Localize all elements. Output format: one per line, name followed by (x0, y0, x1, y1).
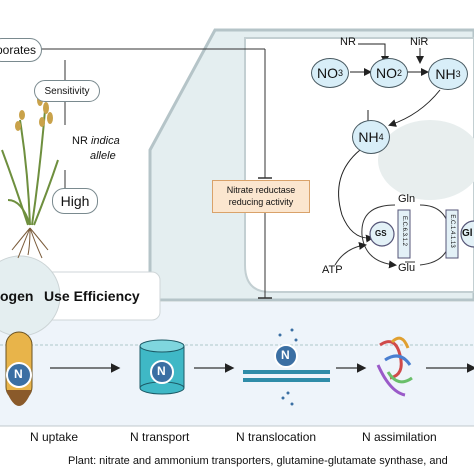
inner-membrane (244, 37, 474, 293)
process-label-assimilation: N assimilation (362, 430, 437, 444)
n-letter-translocation: N (281, 348, 290, 362)
nir-enzyme-label: NiR (410, 36, 429, 48)
nitrate-box-line2: reducing activity (228, 197, 294, 207)
sensitivity-pill: Sensitivity (34, 80, 100, 102)
atp-label: ATP (322, 264, 343, 276)
nue-left-text: ogen (0, 288, 34, 304)
gs-label: GS (375, 229, 387, 238)
nh3-text: NH (435, 66, 456, 82)
no2-sub: 2 (396, 68, 402, 78)
ec-label-1: E.C.6.3.1.2 (401, 215, 407, 247)
process-label-transport: N transport (130, 430, 190, 444)
nh4-text: NH (358, 129, 379, 145)
transporter-icon (139, 339, 185, 395)
rice-plant (1, 109, 59, 226)
protein-ribbon-icon (376, 336, 413, 397)
caption: Plant: nitrate and ammonium transporters… (68, 455, 448, 467)
no3-sub: 3 (337, 68, 343, 78)
nucleus (378, 120, 474, 200)
root-uptake-icon (5, 331, 33, 406)
gl-enzyme (460, 220, 474, 248)
corporates-pill: porates (0, 38, 42, 62)
nr-enzyme-label: NR (340, 36, 356, 48)
nr-prefix: NR (72, 135, 91, 147)
no2-text: NO (375, 65, 397, 81)
gs-enzyme (369, 221, 395, 247)
process-label-uptake: N uptake (30, 430, 79, 444)
rice-roots (11, 227, 49, 259)
glu-label: Glu (398, 262, 416, 274)
nh3-sub: 3 (455, 69, 461, 79)
high-text: High (60, 193, 90, 209)
n-letter-uptake: N (14, 367, 23, 381)
ec-bar-2 (445, 209, 459, 259)
n-letter-transport: N (157, 364, 166, 378)
corporates-text: porates (0, 43, 37, 57)
sensitivity-text: Sensitivity (44, 85, 90, 97)
gln-label: Gln (398, 193, 416, 205)
ec-label-2: E.C.1.4.1.13 (449, 214, 455, 248)
process-panel (0, 302, 474, 426)
ec-bar-1 (397, 209, 411, 259)
no3-text: NO (316, 65, 338, 81)
allele-text: allele (90, 150, 116, 162)
high-pill: High (52, 188, 98, 214)
nr-indica-label: NR indica (72, 135, 120, 147)
process-label-translocation: N translocation (236, 430, 317, 444)
membrane-translocation-icon (243, 328, 330, 406)
allele-label: allele (90, 150, 116, 162)
nitrate-reductase-box: Nitrate reductase reducing activity (212, 180, 310, 213)
nr-italic: indica (90, 135, 120, 147)
nh4-sub: 4 (378, 132, 384, 142)
nitrate-box-line1: Nitrate reductase (226, 185, 296, 195)
nue-right-text: Use Efficiency (44, 288, 140, 304)
gl-label: Gl (462, 228, 473, 239)
